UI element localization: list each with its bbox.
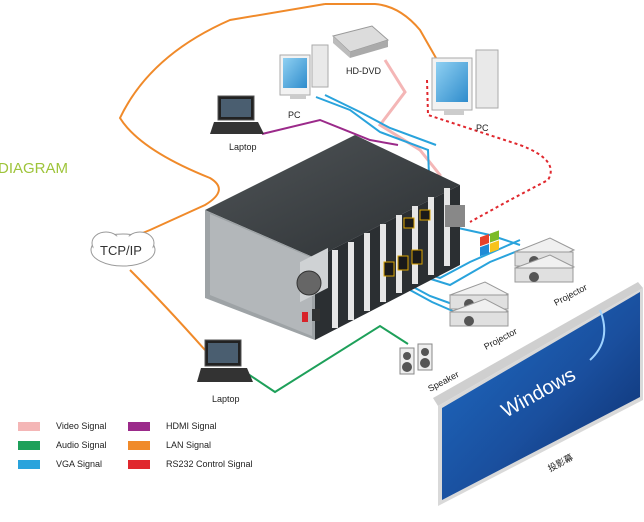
projector-top-label: Projector [552, 282, 588, 308]
legend-label: HDMI Signal [166, 421, 217, 431]
pc-right-label: PC [476, 123, 489, 133]
laptop-top-label: Laptop [229, 142, 257, 152]
signal-legend: Video Signal HDMI Signal Audio Signal LA… [18, 420, 268, 480]
lan-lines [117, 3, 441, 351]
legend-swatch [18, 440, 40, 450]
windows-logo-icon [480, 230, 499, 257]
legend-swatch [128, 459, 150, 469]
matrix-switcher [205, 135, 465, 340]
legend-label: RS232 Control Signal [166, 459, 253, 469]
rs232-line [426, 79, 552, 223]
laptop-bottom-label: Laptop [212, 394, 240, 404]
legend-label: VGA Signal [56, 459, 103, 469]
projector-bottom-label: Projector [482, 326, 518, 352]
laptop-top [210, 95, 264, 134]
hd-dvd-label: HD-DVD [346, 66, 381, 76]
diagram-title: DIAGRAM [0, 160, 68, 177]
legend-swatch [128, 440, 150, 450]
legend-label: Video Signal [56, 421, 107, 431]
pc-right [431, 49, 499, 115]
hdmi-line [261, 118, 399, 146]
screen-caption: 投影幕 [546, 451, 575, 473]
projection-screen [433, 230, 643, 506]
legend-item-audio: Audio Signal [18, 439, 107, 451]
legend-item-vga: VGA Signal [18, 458, 102, 470]
legend-label: LAN Signal [166, 440, 212, 450]
pc-top-left-label: PC [288, 110, 301, 120]
audio-line [244, 324, 409, 394]
laptop-bottom [197, 339, 253, 382]
pc-top-left [279, 44, 329, 99]
legend-item-lan: LAN Signal [128, 439, 211, 451]
legend-label: Audio Signal [56, 440, 107, 450]
projector-top [513, 237, 576, 283]
legend-item-hdmi: HDMI Signal [128, 420, 217, 432]
speaker-pair [399, 343, 433, 375]
legend-item-video: Video Signal [18, 420, 106, 432]
hd-dvd-player [331, 25, 389, 58]
legend-swatch [18, 459, 40, 469]
tcpip-label: TCP/IP [100, 243, 142, 258]
projector-bottom [448, 281, 510, 327]
legend-item-rs232: RS232 Control Signal [128, 458, 253, 470]
legend-swatch [18, 421, 40, 431]
legend-swatch [128, 421, 150, 431]
tcpip-cloud [90, 231, 156, 267]
